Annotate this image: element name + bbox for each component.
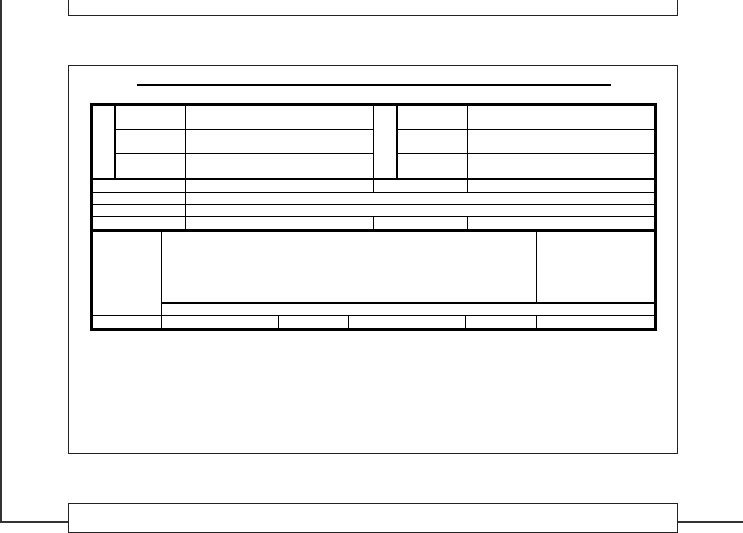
body-top-rule	[90, 229, 657, 232]
form-table	[90, 103, 657, 331]
info-col-divider	[373, 217, 374, 230]
viewport-left-edge	[0, 0, 2, 523]
table-border-right	[654, 103, 657, 331]
info-row-divider	[90, 192, 657, 193]
info-col-divider	[467, 217, 468, 230]
footer-col-divider	[348, 316, 349, 328]
header-col-divider	[185, 103, 186, 179]
body-row-divider	[161, 302, 654, 304]
header-col-divider	[467, 103, 468, 179]
body-col-divider	[536, 232, 537, 303]
document-page-previous	[68, 0, 678, 16]
table-border-left	[90, 103, 93, 331]
header-row-divider	[114, 129, 374, 130]
header-row-divider	[396, 153, 654, 154]
title-underline	[137, 84, 611, 86]
footer-col-divider	[465, 316, 466, 328]
info-col-divider	[185, 180, 186, 230]
document-page-current	[68, 65, 678, 454]
footer-col-divider	[278, 316, 279, 328]
header-col-divider	[373, 103, 374, 179]
info-col-divider	[467, 180, 468, 193]
header-col-divider	[114, 103, 116, 179]
header-bottom-rule	[90, 178, 657, 180]
info-row-divider	[90, 216, 657, 217]
header-row-divider	[114, 153, 374, 154]
header-col-divider	[396, 103, 398, 179]
body-col-divider	[161, 232, 162, 328]
header-row-divider	[396, 129, 654, 130]
info-row-divider	[90, 204, 657, 205]
footer-col-divider	[536, 316, 537, 328]
table-border-bottom	[90, 328, 657, 331]
info-col-divider	[373, 180, 374, 193]
footer-top-rule	[90, 315, 657, 316]
document-page-next	[68, 503, 678, 533]
